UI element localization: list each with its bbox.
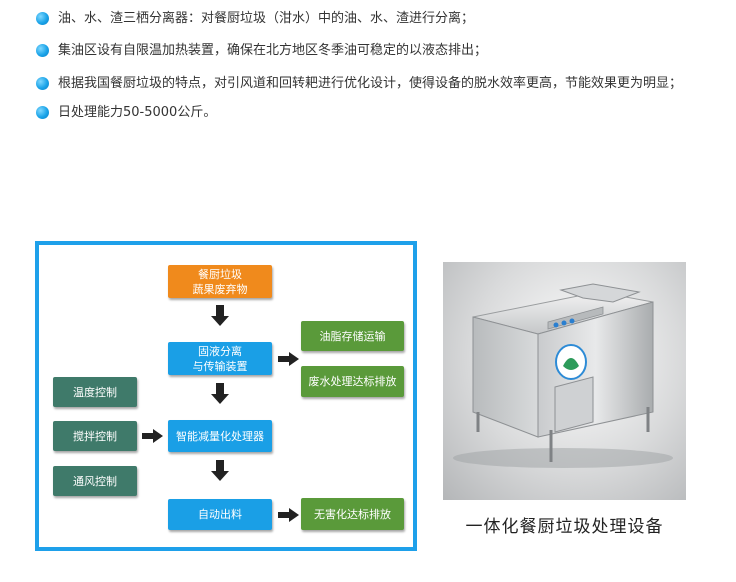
stir-control-box: 搅拌控制 bbox=[53, 421, 137, 451]
equipment-illustration bbox=[453, 283, 673, 468]
feature-text: 根据我国餐厨垃圾的特点，对引风道和回转耙进行优化设计，使得设备的脱水效率更高，节… bbox=[58, 76, 683, 91]
feature-text: 集油区设有自限温加热装置，确保在北方地区冬季油可稳定的以液态排出； bbox=[58, 43, 488, 58]
bullet-dot-icon bbox=[36, 77, 49, 90]
wastewater-box: 废水处理达标排放 bbox=[301, 366, 404, 397]
reduction-processor-box: 智能减量化处理器 bbox=[168, 420, 272, 452]
solid-liquid-separation-box: 固液分离 与传输装置 bbox=[168, 342, 272, 375]
feature-item: 根据我国餐厨垃圾的特点，对引风道和回转耙进行优化设计，使得设备的脱水效率更高，节… bbox=[36, 73, 716, 95]
feature-list: 油、水、渣三栖分离器：对餐厨垃圾（泔水）中的油、水、渣进行分离； 集油区设有自限… bbox=[36, 8, 716, 136]
separation-line1: 固液分离 bbox=[198, 344, 242, 358]
input-waste-line2: 蔬果废弃物 bbox=[192, 282, 248, 296]
temp-control-box: 温度控制 bbox=[53, 377, 137, 407]
harmless-label: 无害化达标排放 bbox=[314, 507, 391, 521]
equipment-photo bbox=[443, 262, 686, 500]
process-flowchart: 餐厨垃圾 蔬果废弃物 固液分离 与传输装置 油脂存储运输 废水处理达标排放 温度… bbox=[35, 241, 417, 551]
oil-transport-box: 油脂存储运输 bbox=[301, 321, 404, 351]
temp-control-label: 温度控制 bbox=[73, 385, 117, 399]
feature-item: 日处理能力50-5000公斤。 bbox=[36, 102, 716, 124]
vent-control-label: 通风控制 bbox=[73, 474, 117, 488]
wastewater-label: 废水处理达标排放 bbox=[308, 375, 397, 388]
equipment-caption: 一体化餐厨垃圾处理设备 bbox=[465, 517, 664, 537]
input-waste-line1: 餐厨垃圾 bbox=[198, 267, 242, 281]
auto-discharge-box: 自动出料 bbox=[168, 499, 272, 530]
bullet-dot-icon bbox=[36, 106, 49, 119]
oil-transport-label: 油脂存储运输 bbox=[319, 329, 386, 343]
reduction-label: 智能减量化处理器 bbox=[176, 429, 264, 443]
vent-control-box: 通风控制 bbox=[53, 466, 137, 496]
bullet-dot-icon bbox=[36, 12, 49, 25]
feature-item: 油、水、渣三栖分离器：对餐厨垃圾（泔水）中的油、水、渣进行分离； bbox=[36, 8, 716, 30]
stir-control-label: 搅拌控制 bbox=[73, 429, 117, 443]
feature-item: 集油区设有自限温加热装置，确保在北方地区冬季油可稳定的以液态排出； bbox=[36, 40, 716, 62]
bullet-dot-icon bbox=[36, 44, 49, 57]
feature-text: 油、水、渣三栖分离器：对餐厨垃圾（泔水）中的油、水、渣进行分离； bbox=[58, 11, 475, 26]
input-waste-box: 餐厨垃圾 蔬果废弃物 bbox=[168, 265, 272, 298]
harmless-discharge-box: 无害化达标排放 bbox=[301, 498, 404, 530]
separation-line2: 与传输装置 bbox=[192, 359, 248, 373]
feature-text: 日处理能力50-5000公斤。 bbox=[58, 105, 217, 120]
auto-discharge-label: 自动出料 bbox=[198, 508, 242, 521]
